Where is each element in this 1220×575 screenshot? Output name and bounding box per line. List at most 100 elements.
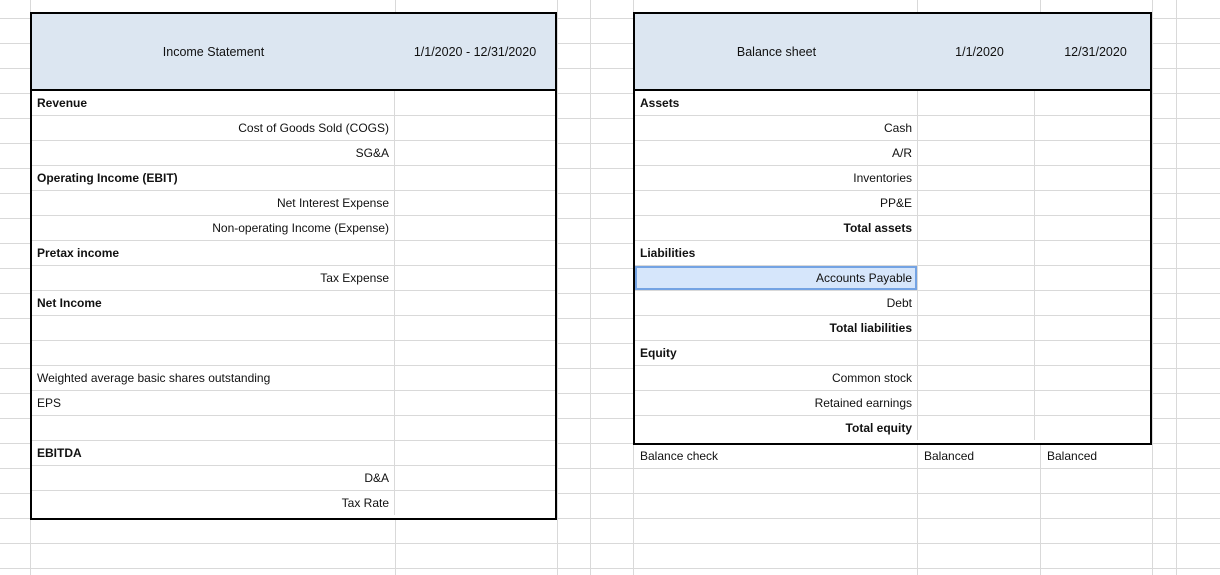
income-statement-label-cell[interactable]: Net Income <box>32 291 395 316</box>
balance-sheet-value-cell[interactable] <box>1034 241 1150 266</box>
balance-sheet-value-cell[interactable] <box>1034 266 1150 291</box>
income-statement-value-cell[interactable] <box>395 366 555 391</box>
column-gridline <box>590 0 591 575</box>
balance-sheet-label-cell[interactable]: Liabilities <box>635 241 918 266</box>
income-statement-label-cell[interactable]: Tax Rate <box>32 491 395 515</box>
balance-sheet-value-cell[interactable] <box>918 316 1035 341</box>
balance-sheet-value-cell[interactable] <box>1034 391 1150 416</box>
balance-check-label-cell[interactable]: Balance check <box>640 449 719 463</box>
income-statement-row: SG&A <box>32 141 555 166</box>
balance-sheet-value-cell[interactable] <box>918 416 1035 440</box>
balance-sheet-value-cell[interactable] <box>918 216 1035 241</box>
balance-sheet-value-cell[interactable] <box>918 341 1035 366</box>
income-statement-value-cell[interactable] <box>395 166 555 191</box>
income-statement-label-cell[interactable]: Revenue <box>32 91 395 116</box>
balance-sheet-value-cell[interactable] <box>1034 141 1150 166</box>
balance-sheet-value-cell[interactable] <box>1034 116 1150 141</box>
balance-check-value-cell-2[interactable]: Balanced <box>1047 449 1098 463</box>
balance-sheet-label-cell[interactable]: Total equity <box>635 416 918 440</box>
income-statement-value-cell[interactable] <box>395 441 555 466</box>
income-statement-period-cell[interactable]: 1/1/2020 - 12/31/2020 <box>395 14 555 89</box>
balance-sheet-value-cell[interactable] <box>918 141 1035 166</box>
balance-sheet-value-cell[interactable] <box>918 166 1035 191</box>
income-statement-value-cell[interactable] <box>395 241 555 266</box>
balance-sheet-label-cell[interactable]: Common stock <box>635 366 918 391</box>
income-statement-value-cell[interactable] <box>395 491 555 515</box>
balance-sheet-label-cell[interactable]: Debt <box>635 291 918 316</box>
balance-sheet-table: Balance sheet 1/1/2020 12/31/2020 Assets… <box>633 12 1152 445</box>
column-gridline <box>1152 0 1153 575</box>
balance-sheet-row: Common stock <box>635 366 1150 391</box>
balance-check-value-cell-1[interactable]: Balanced <box>924 449 975 463</box>
income-statement-label-cell[interactable] <box>32 416 395 441</box>
income-statement-label-cell[interactable]: EPS <box>32 391 395 416</box>
income-statement-label-cell[interactable]: SG&A <box>32 141 395 166</box>
balance-sheet-value-cell[interactable] <box>1034 191 1150 216</box>
income-statement-value-cell[interactable] <box>395 216 555 241</box>
income-statement-label-cell[interactable]: Operating Income (EBIT) <box>32 166 395 191</box>
balance-sheet-label-cell-selected[interactable]: Accounts Payable <box>635 266 918 291</box>
income-statement-value-cell[interactable] <box>395 391 555 416</box>
income-statement-label-cell[interactable]: Pretax income <box>32 241 395 266</box>
balance-sheet-label-cell[interactable]: Assets <box>635 91 918 116</box>
income-statement-value-cell[interactable] <box>395 341 555 366</box>
balance-sheet-value-cell[interactable] <box>1034 316 1150 341</box>
balance-sheet-value-cell[interactable] <box>1035 416 1151 440</box>
income-statement-label-cell[interactable]: Weighted average basic shares outstandin… <box>32 366 395 391</box>
column-gridline <box>557 0 558 575</box>
income-statement-value-cell[interactable] <box>395 116 555 141</box>
income-statement-label-cell[interactable]: D&A <box>32 466 395 491</box>
balance-sheet-label-cell[interactable]: Cash <box>635 116 918 141</box>
balance-sheet-value-cell[interactable] <box>918 391 1035 416</box>
balance-sheet-label-cell[interactable]: Equity <box>635 341 918 366</box>
balance-sheet-value-cell[interactable] <box>918 116 1035 141</box>
income-statement-row: Tax Rate <box>32 491 555 516</box>
balance-sheet-value-cell[interactable] <box>918 291 1035 316</box>
income-statement-row: Non-operating Income (Expense) <box>32 216 555 241</box>
income-statement-value-cell[interactable] <box>395 291 555 316</box>
balance-sheet-value-cell[interactable] <box>1034 341 1150 366</box>
balance-sheet-value-cell[interactable] <box>918 366 1035 391</box>
income-statement-row: Net Income <box>32 291 555 316</box>
income-statement-value-cell[interactable] <box>395 266 555 291</box>
income-statement-value-cell[interactable] <box>395 91 555 116</box>
income-statement-header: Income Statement 1/1/2020 - 12/31/2020 <box>32 14 555 91</box>
balance-sheet-date-col-2[interactable]: 12/31/2020 <box>1041 14 1150 89</box>
balance-sheet-value-cell[interactable] <box>918 241 1035 266</box>
balance-sheet-label-cell[interactable]: PP&E <box>635 191 918 216</box>
income-statement-value-cell[interactable] <box>395 141 555 166</box>
balance-sheet-value-cell[interactable] <box>918 266 1035 291</box>
balance-sheet-value-cell[interactable] <box>1034 216 1150 241</box>
balance-sheet-label-cell[interactable]: Total assets <box>635 216 918 241</box>
balance-sheet-title-cell[interactable]: Balance sheet <box>635 14 918 89</box>
balance-sheet-value-cell[interactable] <box>1034 366 1150 391</box>
income-statement-title-cell[interactable]: Income Statement <box>32 14 395 89</box>
balance-sheet-value-cell[interactable] <box>1034 166 1150 191</box>
balance-sheet-date-2: 12/31/2020 <box>1064 44 1127 59</box>
income-statement-label-cell[interactable]: EBITDA <box>32 441 395 466</box>
balance-sheet-value-cell[interactable] <box>1034 291 1150 316</box>
balance-sheet-row: Total liabilities <box>635 316 1150 341</box>
income-statement-label-cell[interactable] <box>32 316 395 341</box>
income-statement-value-cell[interactable] <box>395 316 555 341</box>
balance-sheet-value-cell[interactable] <box>1034 91 1150 116</box>
balance-sheet-date-col-1[interactable]: 1/1/2020 <box>918 14 1041 89</box>
income-statement-row: Cost of Goods Sold (COGS) <box>32 116 555 141</box>
income-statement-value-cell[interactable] <box>395 416 555 441</box>
income-statement-label-cell[interactable]: Non-operating Income (Expense) <box>32 216 395 241</box>
balance-sheet-label-cell[interactable]: Retained earnings <box>635 391 918 416</box>
balance-sheet-label-cell[interactable]: Total liabilities <box>635 316 918 341</box>
balance-sheet-label-cell[interactable]: A/R <box>635 141 918 166</box>
income-statement-value-cell[interactable] <box>395 191 555 216</box>
income-statement-label-cell[interactable]: Tax Expense <box>32 266 395 291</box>
balance-sheet-value-cell[interactable] <box>918 191 1035 216</box>
balance-sheet-label-cell[interactable]: Inventories <box>635 166 918 191</box>
balance-sheet-row: Equity <box>635 341 1150 366</box>
income-statement-label-cell[interactable]: Cost of Goods Sold (COGS) <box>32 116 395 141</box>
balance-sheet-title: Balance sheet <box>736 44 817 59</box>
income-statement-label-cell[interactable] <box>32 341 395 366</box>
income-statement-value-cell[interactable] <box>395 466 555 491</box>
balance-sheet-value-cell[interactable] <box>918 91 1035 116</box>
balance-sheet-row: Retained earnings <box>635 391 1150 416</box>
income-statement-label-cell[interactable]: Net Interest Expense <box>32 191 395 216</box>
